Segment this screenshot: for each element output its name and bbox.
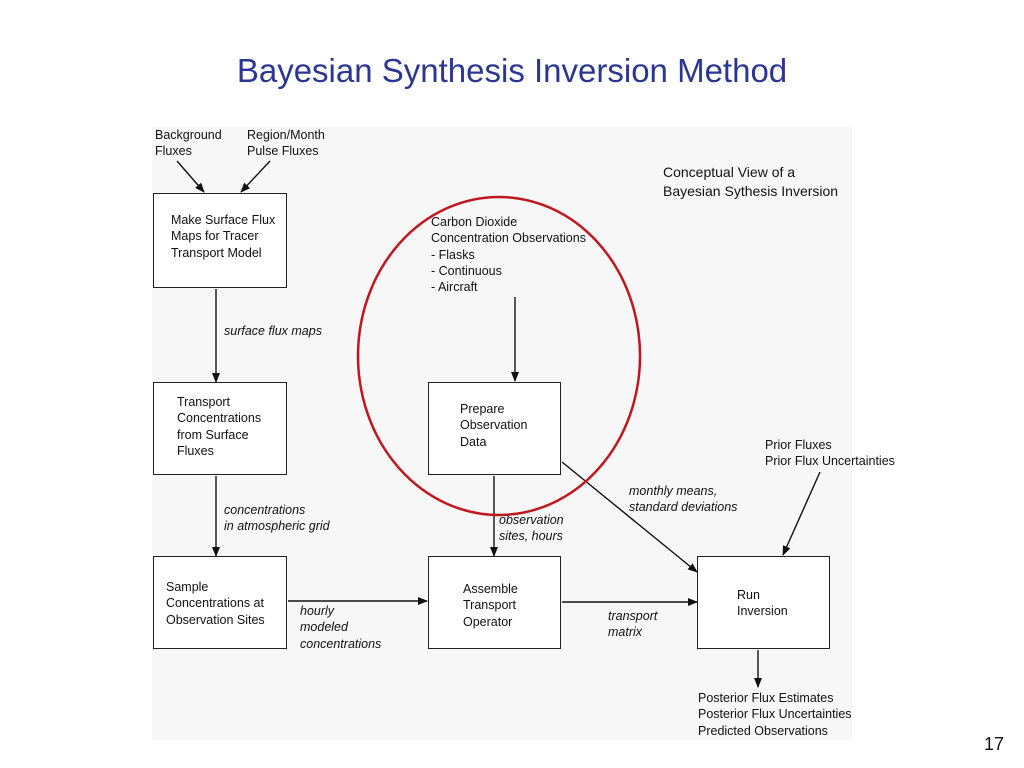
input-background-fluxes: Background Fluxes: [155, 128, 222, 159]
box-make-surface-flux-maps: [153, 193, 287, 288]
label-prepare-observation-data: Prepare Observation Data: [460, 402, 528, 449]
outputs-posterior: Posterior Flux Estimates Posterior Flux …: [698, 691, 852, 738]
input-region-month-pulse-fluxes: Region/Month Pulse Fluxes: [247, 128, 325, 159]
label-assemble-transport-operator: Assemble Transport Operator: [463, 582, 518, 629]
box-transport-concentrations: [153, 382, 287, 475]
box-prepare-observation-data: [428, 382, 561, 475]
box-sample-concentrations: [153, 556, 287, 649]
arrow-region-to-make-maps: [240, 160, 271, 193]
label-sample-concentrations: Sample Concentrations at Observation Sit…: [166, 580, 265, 627]
label-make-surface-flux-maps: Make Surface Flux Maps for Tracer Transp…: [171, 213, 276, 260]
arrow-prepare-to-run: [561, 461, 698, 573]
label-transport-concentrations: Transport Concentrations from Surface Fl…: [177, 395, 262, 458]
input-prior-fluxes: Prior Fluxes Prior Flux Uncertainties: [765, 438, 895, 469]
diagram-heading: Conceptual View of a Bayesian Sythesis I…: [663, 164, 839, 199]
label-run-inversion: Run Inversion: [737, 588, 788, 619]
arrow-background-to-make-maps: [176, 160, 205, 193]
page-number: 17: [983, 734, 1004, 754]
edge-label-concentrations: concentrations in atmospheric grid: [224, 503, 330, 534]
highlight-ellipse: [356, 195, 642, 517]
edge-label-transport-matrix: transport matrix: [608, 609, 658, 640]
input-co2-observations: Carbon Dioxide Concentration Observation…: [431, 215, 586, 295]
edge-label-monthly-means: monthly means, standard deviations: [629, 484, 738, 515]
box-assemble-transport-operator: [428, 556, 561, 649]
box-run-inversion: [697, 556, 830, 649]
edge-label-surface-flux-maps: surface flux maps: [224, 324, 322, 338]
edge-label-hourly: hourly modeled concentrations: [300, 604, 382, 651]
edge-label-observation-sites: observation sites, hours: [499, 513, 564, 544]
arrow-prior-to-run: [782, 471, 821, 556]
slide-title: Bayesian Synthesis Inversion Method: [236, 52, 788, 89]
